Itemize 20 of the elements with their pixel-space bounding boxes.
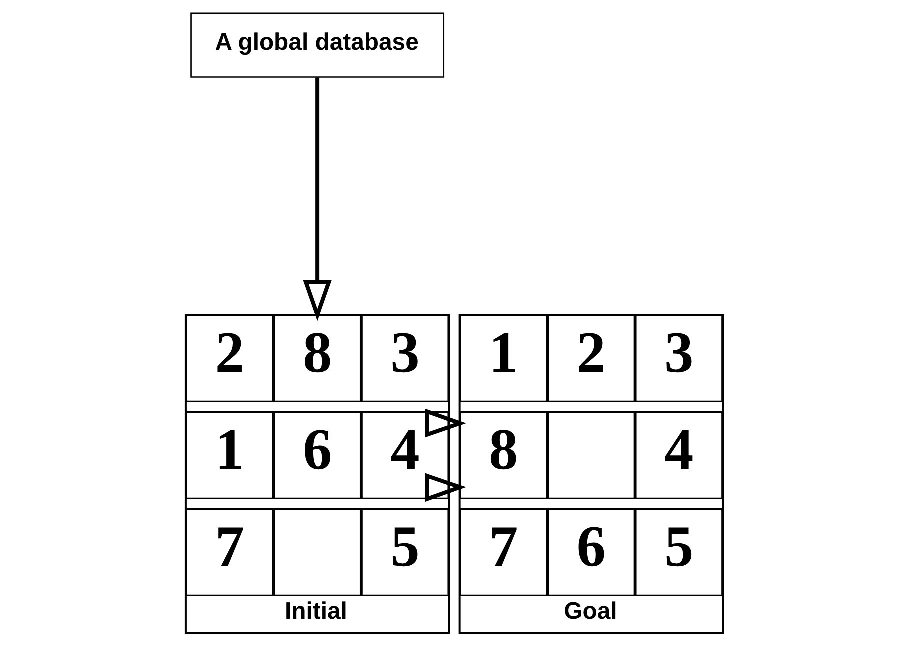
node-box: 3 (634, 314, 723, 402)
node-box: 6 (273, 411, 362, 500)
node-box: 6 (546, 508, 635, 597)
node-box: 4 (634, 411, 723, 500)
node-box: 1 (459, 314, 548, 402)
node-box: 2 (185, 314, 274, 402)
node-box: 3 (360, 314, 449, 402)
node-box: 8 (459, 411, 548, 500)
node-box (546, 411, 635, 500)
node-box: 8 (273, 314, 362, 402)
node-box: 7 (459, 508, 548, 597)
node-box: 2 (546, 314, 635, 402)
node-box: 5 (634, 508, 723, 597)
node-box: 1 (185, 411, 274, 500)
arrow (424, 473, 466, 502)
node-box: 5 (360, 508, 449, 597)
arrow (302, 78, 332, 322)
node-box: A global database (190, 12, 444, 78)
node-box: 7 (185, 508, 274, 597)
node-box (273, 508, 362, 597)
